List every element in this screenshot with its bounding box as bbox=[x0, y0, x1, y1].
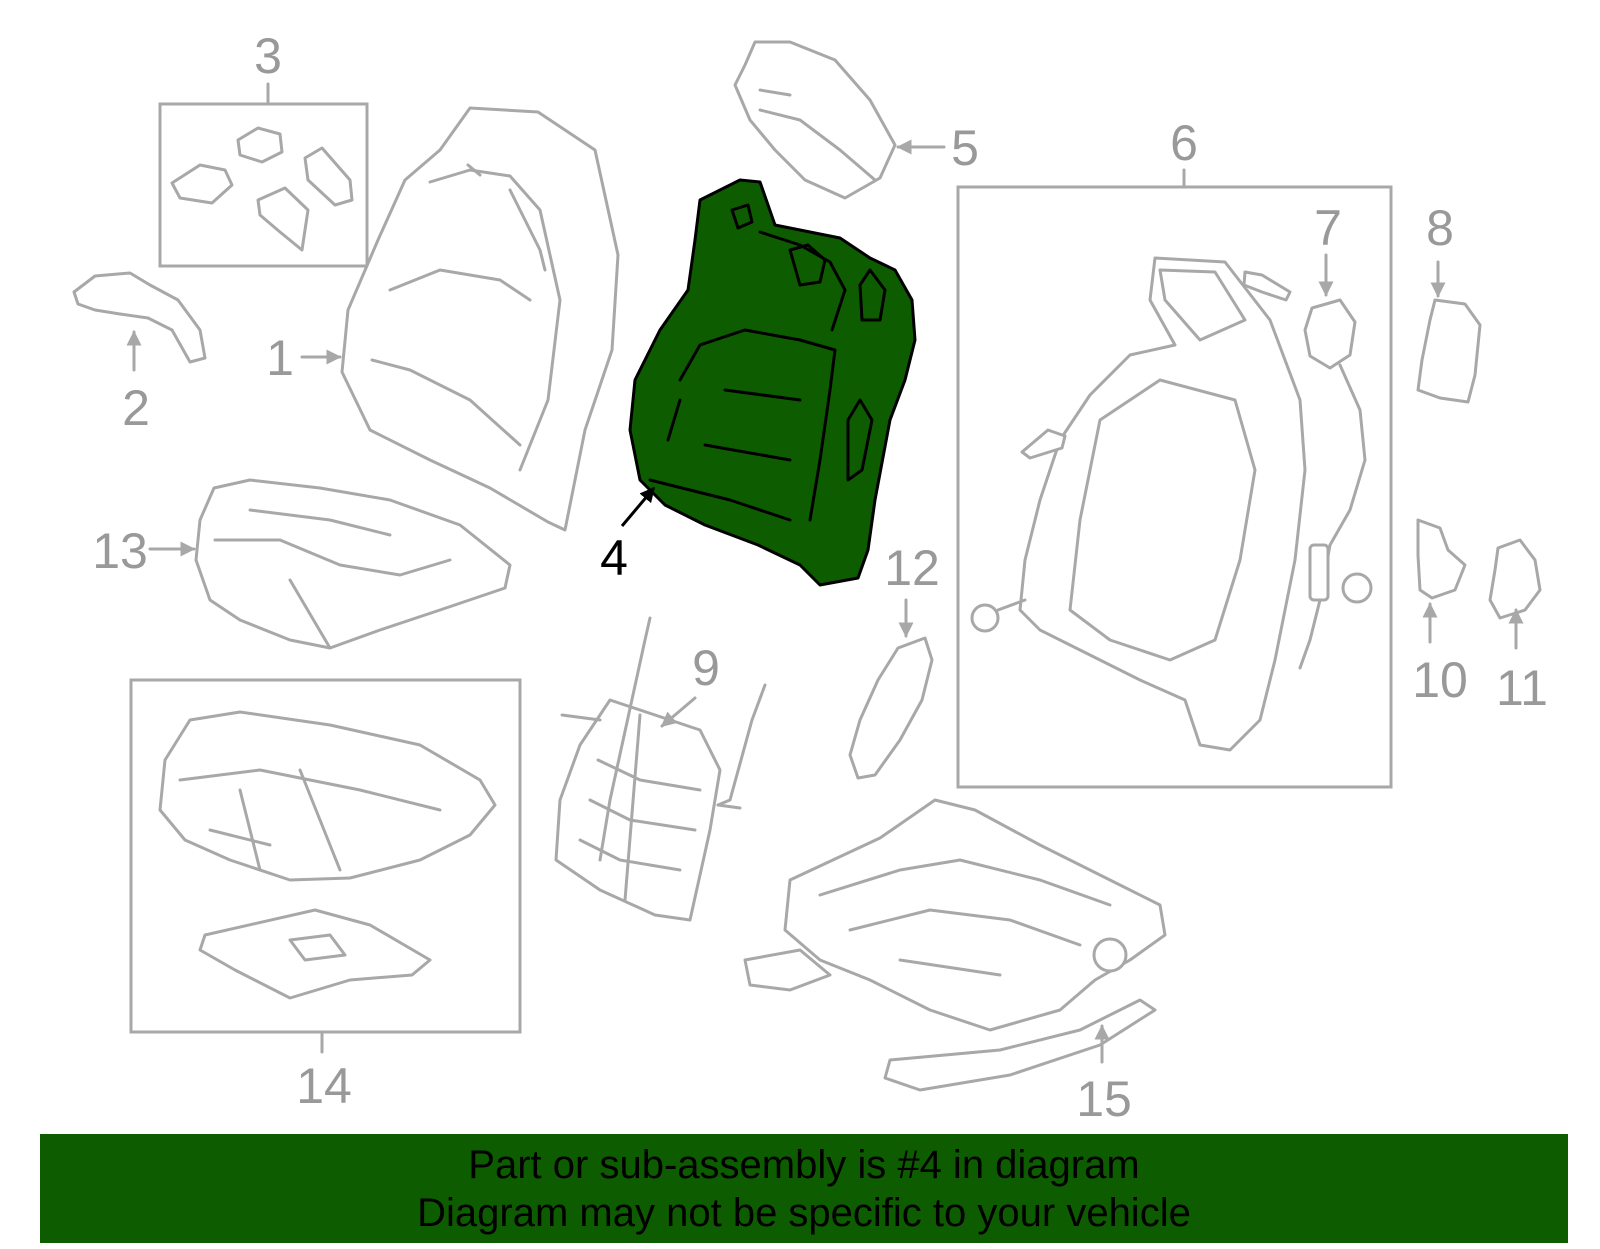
part-9-spring-mat[interactable] bbox=[554, 616, 767, 922]
part-7-recliner-cable[interactable] bbox=[1298, 253, 1367, 670]
callout-4: 4 bbox=[600, 530, 628, 586]
banner-line-1: Part or sub-assembly is #4 in diagram bbox=[468, 1142, 1140, 1187]
part-14-cushion-pad-assembly[interactable] bbox=[129, 678, 522, 1054]
callout-5: 5 bbox=[951, 120, 979, 176]
part-8-cover[interactable] bbox=[1416, 260, 1482, 404]
part-4-seatback-pad[interactable] bbox=[620, 178, 917, 587]
callout-11: 11 bbox=[1496, 660, 1548, 716]
info-banner: Part or sub-assembly is #4 in diagram Di… bbox=[40, 1134, 1568, 1243]
callout-12: 12 bbox=[884, 540, 940, 596]
callout-1: 1 bbox=[266, 330, 294, 386]
part-10-clip[interactable] bbox=[1416, 518, 1467, 644]
banner-line-2: Diagram may not be specific to your vehi… bbox=[417, 1190, 1191, 1235]
callout-10: 10 bbox=[1412, 652, 1468, 708]
callout-8: 8 bbox=[1426, 200, 1454, 256]
callout-6: 6 bbox=[1170, 115, 1198, 171]
part-5-trim-panel[interactable] bbox=[733, 40, 946, 200]
callout-7: 7 bbox=[1314, 200, 1342, 256]
callout-15: 15 bbox=[1076, 1071, 1132, 1127]
part-13-cushion-cover[interactable] bbox=[148, 478, 512, 650]
callout-2: 2 bbox=[122, 380, 150, 436]
callout-3: 3 bbox=[254, 28, 282, 84]
part-15-seat-track[interactable] bbox=[743, 798, 1167, 1092]
callout-9: 9 bbox=[692, 640, 720, 696]
callout-13: 13 bbox=[92, 523, 148, 579]
part-1-seatback-cover[interactable] bbox=[300, 106, 620, 532]
part-2-bracket[interactable] bbox=[72, 271, 207, 372]
callout-14: 14 bbox=[296, 1058, 352, 1114]
part-12-side-pad[interactable] bbox=[848, 598, 934, 780]
part-3-clips-kit[interactable] bbox=[158, 82, 369, 268]
part-11-clip[interactable] bbox=[1488, 538, 1542, 650]
part-6-seatback-frame[interactable] bbox=[956, 168, 1393, 789]
